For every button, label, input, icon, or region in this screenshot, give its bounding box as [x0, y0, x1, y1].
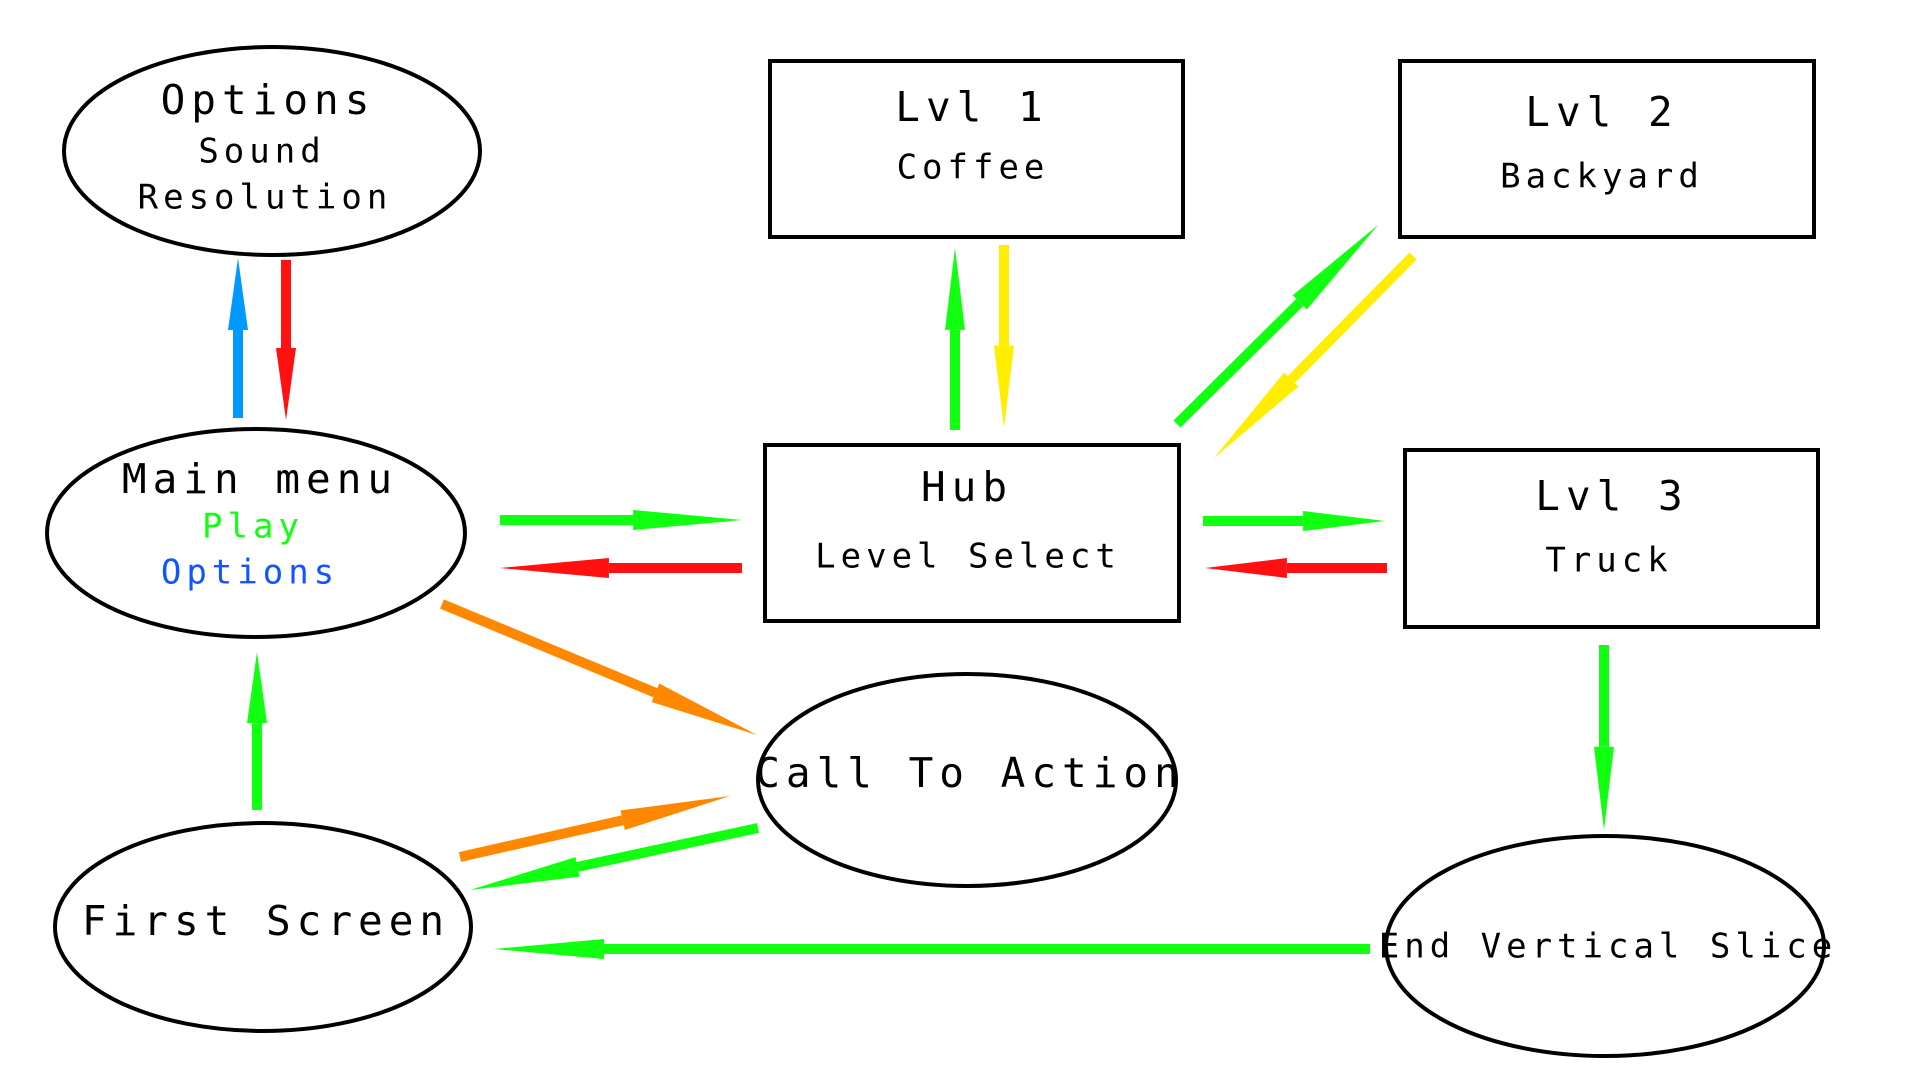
- arrow-head: [1205, 558, 1287, 578]
- arrow-lvl2-to-hub: [1214, 252, 1417, 458]
- arrow-call-to-action-to-first-screen: [470, 823, 760, 890]
- main-menu-ellipse: [45, 427, 467, 639]
- node-end-vertical-slice: End Vertical Slice: [1379, 834, 1837, 1058]
- arrow-lvl3-to-hub: [1205, 558, 1387, 578]
- arrow-shaft: [608, 563, 742, 573]
- hub-box: [763, 443, 1181, 623]
- arrow-lvl3-to-end-slice: [1594, 645, 1614, 830]
- options-sound-label: Sound: [198, 132, 325, 172]
- arrow-options-to-main-menu: [276, 260, 296, 420]
- node-hub: Hub Level Select: [763, 443, 1181, 623]
- arrow-hub-to-lvl3: [1203, 511, 1385, 531]
- lvl2-title: Lvl 2: [1525, 88, 1678, 136]
- node-lvl3: Lvl 3 Truck: [1403, 448, 1820, 629]
- arrow-shaft: [1286, 563, 1387, 573]
- lvl3-subtitle: Truck: [1545, 541, 1672, 581]
- arrow-shaft: [440, 599, 658, 698]
- lvl3-title: Lvl 3: [1535, 472, 1688, 520]
- call-to-action-title: Call To Action: [755, 749, 1185, 797]
- arrow-main-menu-to-call-to-action: [440, 599, 757, 735]
- main-menu-options-label: Options: [161, 553, 339, 593]
- options-title: Options: [161, 76, 376, 124]
- arrow-shaft: [999, 245, 1009, 346]
- arrow-first-screen-to-call-to-action: [458, 796, 730, 862]
- arrow-head: [651, 683, 757, 735]
- main-menu-title: Main menu: [122, 455, 398, 503]
- main-menu-play-label: Play: [202, 507, 304, 547]
- hub-title: Hub: [921, 463, 1013, 511]
- arrow-head: [620, 796, 730, 830]
- node-lvl1: Lvl 1 Coffee: [768, 59, 1185, 239]
- arrow-shaft: [281, 260, 291, 348]
- end-slice-ellipse: [1384, 834, 1826, 1058]
- arrow-shaft: [500, 515, 634, 525]
- arrow-lvl1-to-hub: [994, 245, 1014, 428]
- arrow-head: [633, 510, 742, 530]
- arrow-head: [494, 939, 604, 959]
- arrow-head: [994, 345, 1014, 428]
- arrow-shaft: [576, 823, 760, 872]
- arrow-hub-to-lvl2: [1173, 225, 1378, 428]
- arrow-head: [276, 348, 296, 420]
- lvl1-title: Lvl 1: [895, 83, 1048, 131]
- arrows-layer: [228, 225, 1614, 959]
- node-call-to-action: Call To Action: [755, 672, 1185, 888]
- lvl1-box: [768, 59, 1185, 239]
- arrow-main-menu-to-hub: [500, 510, 742, 530]
- arrow-shaft: [252, 723, 262, 810]
- node-lvl2: Lvl 2 Backyard: [1398, 59, 1816, 239]
- lvl3-box: [1403, 448, 1820, 629]
- node-main-menu: Main menu Play Options: [45, 427, 467, 639]
- arrow-head: [1214, 372, 1299, 458]
- options-resolution-label: Resolution: [138, 178, 393, 218]
- arrow-main-menu-to-options: [228, 258, 248, 418]
- arrow-head: [247, 652, 267, 724]
- hub-subtitle: Level Select: [815, 537, 1121, 577]
- lvl2-box: [1398, 59, 1816, 239]
- end-slice-title: End Vertical Slice: [1379, 927, 1837, 967]
- arrow-shaft: [1173, 298, 1304, 428]
- arrow-shaft: [1203, 516, 1304, 526]
- first-screen-title: First Screen: [82, 897, 450, 945]
- node-first-screen: First Screen: [53, 821, 473, 1033]
- arrow-shaft: [1287, 252, 1417, 384]
- first-screen-ellipse: [53, 821, 473, 1033]
- arrow-head: [945, 248, 965, 330]
- arrow-head: [1303, 511, 1385, 531]
- call-to-action-ellipse: [756, 672, 1178, 888]
- arrow-end-slice-to-first-screen: [494, 939, 1370, 959]
- arrow-head: [470, 857, 580, 890]
- arrow-head: [1594, 746, 1614, 830]
- arrow-shaft: [950, 329, 960, 430]
- arrow-shaft: [1599, 645, 1609, 747]
- arrow-head: [1292, 225, 1378, 310]
- arrow-shaft: [233, 330, 243, 418]
- lvl1-subtitle: Coffee: [897, 148, 1050, 188]
- arrow-head: [500, 558, 609, 578]
- lvl2-subtitle: Backyard: [1500, 157, 1704, 197]
- arrow-shaft: [458, 815, 624, 862]
- arrow-head: [228, 258, 248, 330]
- arrow-hub-to-main-menu: [500, 558, 742, 578]
- arrow-hub-to-lvl1: [945, 248, 965, 430]
- arrow-first-screen-to-main-menu: [247, 652, 267, 810]
- node-options: Options Sound Resolution: [62, 45, 482, 257]
- arrow-shaft: [604, 944, 1370, 954]
- options-ellipse: [62, 45, 482, 257]
